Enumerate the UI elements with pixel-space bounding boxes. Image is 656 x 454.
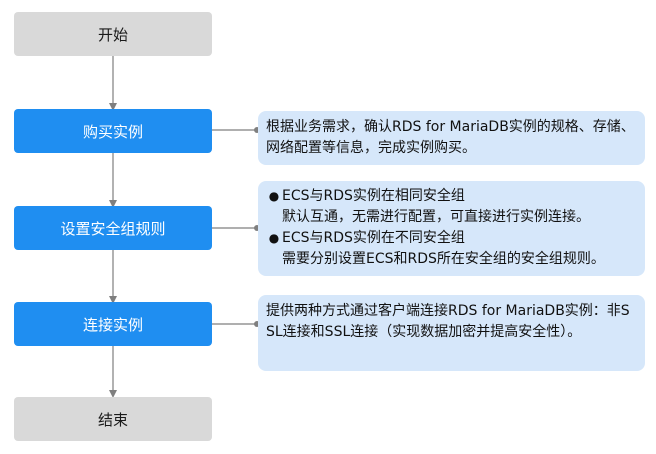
bullet-dot-icon: ● [268,231,280,245]
note-connect-text: 提供两种方式通过客户端连接RDS for MariaDB实例：非SSL连接和SS… [266,303,630,340]
step-start: 开始 [14,12,212,56]
step-start-label: 开始 [97,25,128,44]
note-security: ● ECS与RDS实例在相同安全组 默认互通，无需进行配置，可直接进行实例连接。… [258,181,645,276]
note-security-bullet-2-title: ECS与RDS实例在不同安全组 [282,230,465,246]
bullet-dot-icon: ● [268,189,280,203]
step-connect-label: 连接实例 [82,315,143,334]
note-purchase: 根据业务需求，确认RDS for MariaDB实例的规格、存储、网络配置等信息… [258,111,645,165]
note-security-bullet-1-title: ECS与RDS实例在相同安全组 [282,188,465,204]
step-end: 结束 [14,397,212,441]
step-security-group-rules: 设置安全组规则 [14,206,212,250]
note-security-bullet-1: ● ECS与RDS实例在相同安全组 [266,186,637,207]
step-end-label: 结束 [97,410,128,429]
step-security-label: 设置安全组规则 [60,219,166,238]
note-connect: 提供两种方式通过客户端连接RDS for MariaDB实例：非SSL连接和SS… [258,295,645,371]
note-security-bullet-2: ● ECS与RDS实例在不同安全组 [266,228,637,249]
note-security-bullet-1-detail: 默认互通，无需进行配置，可直接进行实例连接。 [282,209,590,225]
note-purchase-text: 根据业务需求，确认RDS for MariaDB实例的规格、存储、网络配置等信息… [266,119,635,156]
step-purchase-instance: 购买实例 [14,109,212,153]
step-connect-instance: 连接实例 [14,302,212,346]
note-security-bullet-2-detail: 需要分别设置ECS和RDS所在安全组的安全组规则。 [282,251,605,267]
step-purchase-label: 购买实例 [82,122,143,141]
